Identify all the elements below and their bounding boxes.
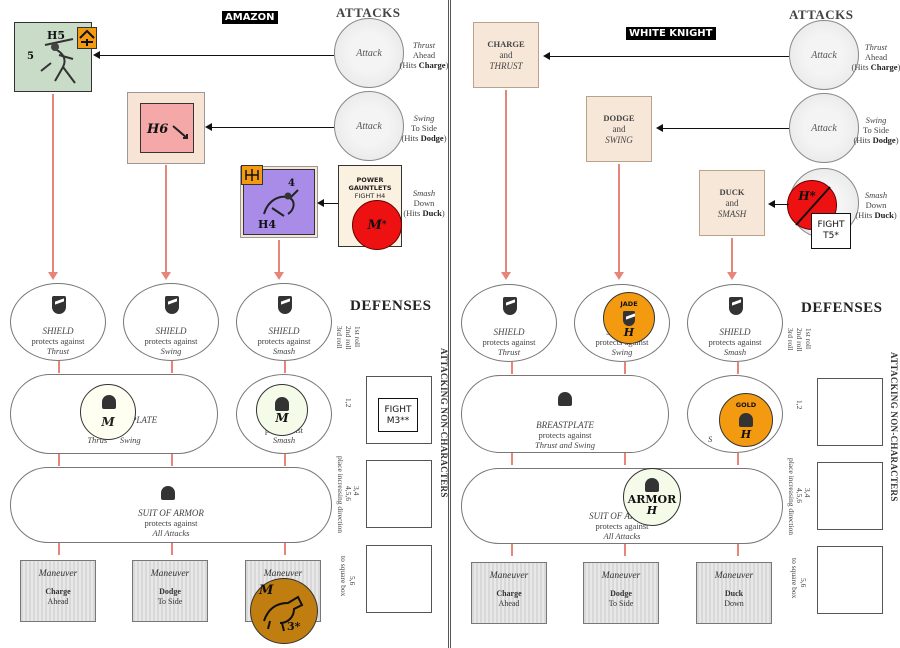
defenses-title: DEFENSES xyxy=(350,298,432,314)
amazon-panel: AMAZON ATTACKS H5 5 H6 4 H4 xyxy=(0,0,449,648)
non-character-box-3[interactable] xyxy=(366,545,432,613)
chit-h6-frame: H6 xyxy=(127,92,205,164)
suit-of-armor-oval[interactable]: SUIT OF ARMOR protects against All Attac… xyxy=(10,467,332,543)
arrow-thrust xyxy=(98,55,334,56)
helmet-icon xyxy=(161,486,175,500)
side-title: ATTACKING NON-CHARACTERS xyxy=(889,352,899,502)
crouching-warrior-icon xyxy=(263,189,299,217)
attacks-title: ATTACKS xyxy=(789,7,854,22)
shield-icon xyxy=(729,297,743,315)
non-character-box-2[interactable] xyxy=(366,460,432,528)
attack-swing-circle[interactable]: Attack xyxy=(789,93,859,163)
chit-h6[interactable]: H6 xyxy=(140,103,194,153)
power-gauntlets-counter[interactable]: M* xyxy=(352,200,402,250)
chit-h4-frame: 4 H4 xyxy=(240,165,318,238)
helmet-icon xyxy=(645,478,659,492)
weapon-alert-icon xyxy=(241,165,263,185)
helmet-icon xyxy=(102,395,116,409)
helmet-icon xyxy=(739,413,753,427)
shield-icon xyxy=(503,297,517,315)
armor-counter[interactable]: ARMOR H xyxy=(623,468,681,526)
warrior-figure-icon xyxy=(40,38,76,84)
gold-helmet-counter[interactable]: GOLD H xyxy=(719,393,773,447)
suit-of-armor-oval[interactable]: SUIT OF ARMOR protects against All Attac… xyxy=(461,468,783,544)
helmet-icon xyxy=(275,396,289,411)
jade-shield-counter[interactable]: JADE H xyxy=(603,292,655,344)
shield-icon xyxy=(165,296,179,314)
non-character-box-3[interactable] xyxy=(817,546,883,614)
non-character-box-1[interactable] xyxy=(817,378,883,446)
defenses-title: DEFENSES xyxy=(801,300,883,316)
horse-counter[interactable]: M 3* xyxy=(250,578,318,644)
arrow-swing xyxy=(210,127,334,128)
shield-icon xyxy=(278,296,292,314)
arrow-smash xyxy=(322,203,338,204)
breastplate-counter[interactable]: M xyxy=(80,384,136,440)
sword-icon xyxy=(172,125,188,139)
character-name: AMAZON xyxy=(222,11,278,24)
side-title: ATTACKING NON-CHARACTERS xyxy=(439,348,449,498)
helmet-counter[interactable]: M xyxy=(256,384,308,436)
horse-icon xyxy=(263,595,304,631)
attacks-title: ATTACKS xyxy=(336,5,401,20)
non-character-box-2[interactable] xyxy=(817,462,883,530)
character-name: WHITE KNIGHT xyxy=(626,27,716,40)
shield-icon xyxy=(623,310,635,326)
attack-swing-circle[interactable]: Attack xyxy=(334,91,404,161)
weapon-alert-icon xyxy=(77,27,97,49)
breastplate-icon xyxy=(558,392,572,406)
attack-thrust-circle[interactable]: Attack xyxy=(789,20,859,90)
breastplate-oval[interactable]: BREASTPLATE protects against Thrust and … xyxy=(461,375,669,453)
chit-h5[interactable]: H5 5 xyxy=(14,22,97,92)
attack-thrust-circle[interactable]: Attack xyxy=(334,18,404,88)
shield-icon xyxy=(52,296,66,314)
